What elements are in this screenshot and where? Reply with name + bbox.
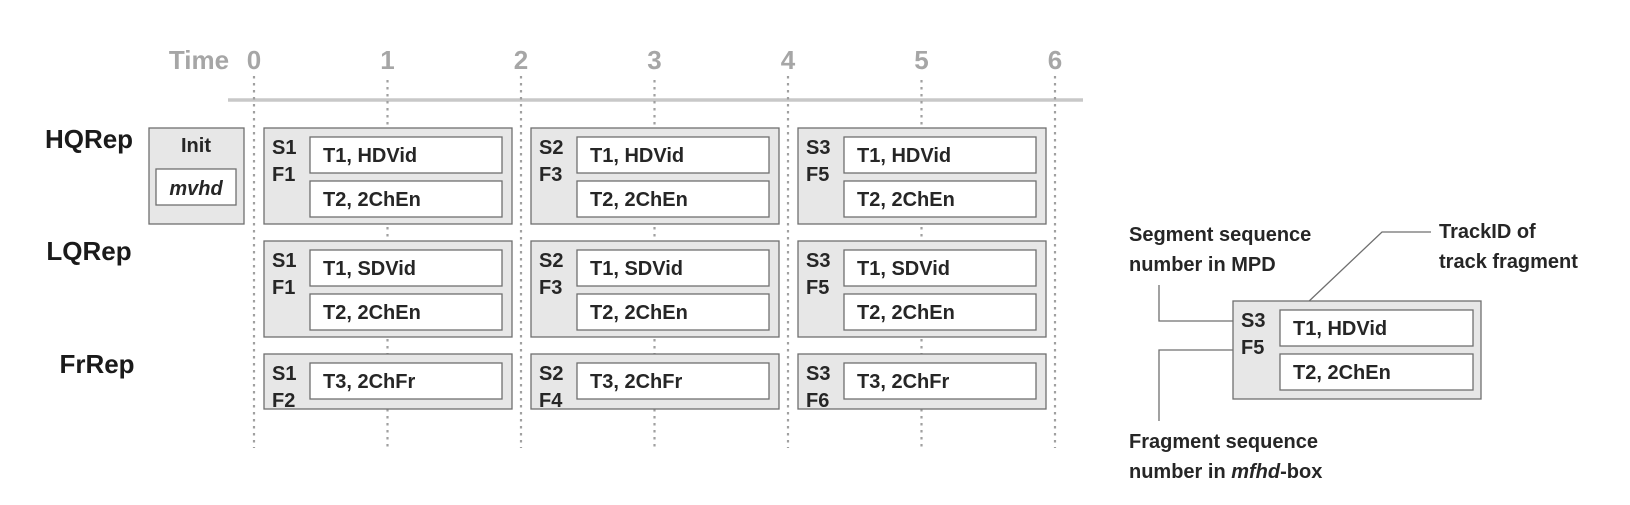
segment-fr-1-track-box-1	[309, 362, 503, 400]
legend: Segment sequence number in MPD TrackID o…	[1129, 221, 1578, 483]
segment-hq-2-track-box-1	[576, 136, 770, 174]
segment-note-line1: Segment sequence	[1129, 224, 1311, 246]
segment-fr-3-segment-number: S3	[806, 363, 830, 385]
segment-lq-3-track-box-2	[843, 293, 1037, 331]
example-seg-track-box-1	[1279, 309, 1474, 347]
segment-note-leader	[1158, 285, 1236, 322]
segment-hq-3-segment-number: S3	[806, 137, 830, 159]
trackid-note-line1: TrackID of	[1439, 221, 1536, 243]
segment-hq-1-fragment-number: F1	[272, 164, 295, 186]
segment-fr-3-track-label-1: T3, 2ChFr	[857, 371, 949, 393]
example-seg-track-label-2: T2, 2ChEn	[1293, 362, 1391, 384]
mvhd-box	[155, 168, 237, 206]
fragment-note-line1: Fragment sequence	[1129, 431, 1318, 453]
time-tick-2: 2	[514, 45, 528, 75]
segment-hq-3-track-label-1: T1, HDVid	[857, 145, 951, 167]
segment-fr-2-track-label-1: T3, 2ChFr	[590, 371, 682, 393]
rep-label-fr: FrRep	[59, 349, 134, 379]
example-seg-fragment-number: F5	[1241, 337, 1264, 359]
segment-fr-3-fragment-number: F6	[806, 390, 829, 412]
segment-lq-2-track-box-1	[576, 249, 770, 287]
segment-lq-1-track-label-2: T2, 2ChEn	[323, 302, 421, 324]
example-seg-track-box-2	[1279, 353, 1474, 391]
segment-fr-2-segment-number: S2	[539, 363, 563, 385]
mvhd-label: mvhd	[169, 178, 223, 200]
segment-hq-3-track-label-2: T2, 2ChEn	[857, 189, 955, 211]
segment-hq-1-track-box-2	[309, 180, 503, 218]
time-axis-label: Time	[169, 45, 229, 75]
segment-lq-2-track-label-1: T1, SDVid	[590, 258, 683, 280]
segment-hq-2-segment-number: S2	[539, 137, 563, 159]
rep-label-lq: LQRep	[46, 236, 131, 266]
segment-note-line2: number in MPD	[1129, 254, 1276, 276]
time-tick-3: 3	[647, 45, 661, 75]
time-ticks: 0 1 2 3 4 5 6	[247, 45, 1062, 75]
segment-hq-2-track-label-2: T2, 2ChEn	[590, 189, 688, 211]
trackid-note-line2: track fragment	[1439, 251, 1578, 273]
segment-fr-1-track-label-1: T3, 2ChFr	[323, 371, 415, 393]
segment-fr-1-fragment-number: F2	[272, 390, 295, 412]
trackid-note-leader	[1305, 231, 1431, 305]
segment-hq-2-track-box-2	[576, 180, 770, 218]
fragment-note-suffix: -box	[1280, 461, 1322, 483]
fragment-note-italic: mfhd	[1231, 461, 1281, 483]
segment-fr-3-track-box-1	[843, 362, 1037, 400]
segment-hq-1-segment-number: S1	[272, 137, 296, 159]
segment-lq-1-fragment-number: F1	[272, 277, 295, 299]
time-tick-1: 1	[380, 45, 394, 75]
segment-lq-1-track-box-2	[309, 293, 503, 331]
segment-hq-1-track-label-1: T1, HDVid	[323, 145, 417, 167]
segment-hq-3-fragment-number: F5	[806, 164, 829, 186]
segment-lq-3-track-box-1	[843, 249, 1037, 287]
example-seg-track-label-1: T1, HDVid	[1293, 318, 1387, 340]
segment-hq-3-track-box-1	[843, 136, 1037, 174]
rep-label-hq: HQRep	[45, 124, 133, 154]
time-tick-0: 0	[247, 45, 261, 75]
time-tick-4: 4	[781, 45, 796, 75]
segment-hq-2-track-label-1: T1, HDVid	[590, 145, 684, 167]
fragment-note-prefix: number in	[1129, 461, 1231, 483]
segment-lq-2-fragment-number: F3	[539, 277, 562, 299]
segment-lq-2-track-box-2	[576, 293, 770, 331]
segment-lq-2-segment-number: S2	[539, 250, 563, 272]
segment-lq-1-track-box-1	[309, 249, 503, 287]
segment-hq-1-track-box-1	[309, 136, 503, 174]
fragment-note-line2: number in mfhd-box	[1129, 461, 1322, 483]
segment-lq-1-track-label-1: T1, SDVid	[323, 258, 416, 280]
segment-fr-2-fragment-number: F4	[539, 390, 563, 412]
init-segment: Init mvhd	[148, 127, 245, 225]
example-seg-segment-number: S3	[1241, 310, 1265, 332]
segment-lq-3-segment-number: S3	[806, 250, 830, 272]
segment-hq-1-track-label-2: T2, 2ChEn	[323, 189, 421, 211]
segment-hq-3-track-box-2	[843, 180, 1037, 218]
segment-fr-2-track-box-1	[576, 362, 770, 400]
segment-lq-2-track-label-2: T2, 2ChEn	[590, 302, 688, 324]
segment-hq-2-fragment-number: F3	[539, 164, 562, 186]
segment-lq-3-track-label-1: T1, SDVid	[857, 258, 950, 280]
fragment-note-leader	[1158, 349, 1236, 421]
segment-lq-3-track-label-2: T2, 2ChEn	[857, 302, 955, 324]
time-tick-6: 6	[1048, 45, 1062, 75]
segment-lq-1-segment-number: S1	[272, 250, 296, 272]
segment-fr-1-segment-number: S1	[272, 363, 296, 385]
representation-labels: HQRep LQRep FrRep	[45, 124, 135, 379]
time-tick-5: 5	[914, 45, 928, 75]
segment-lq-3-fragment-number: F5	[806, 277, 829, 299]
init-label: Init	[181, 135, 211, 157]
